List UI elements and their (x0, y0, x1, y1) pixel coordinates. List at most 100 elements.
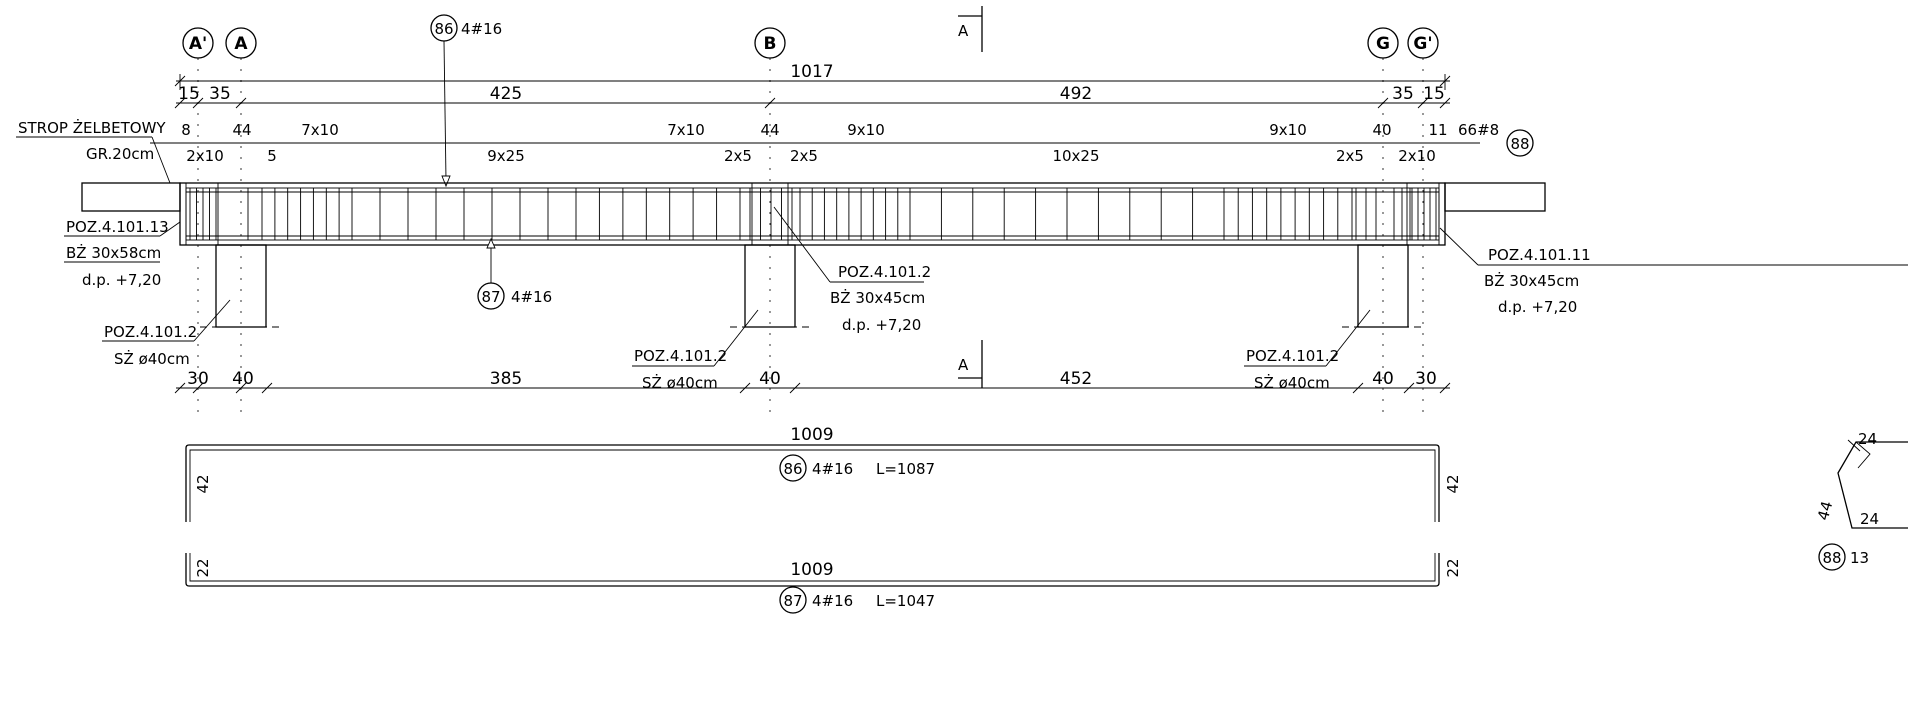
stirrup-count-4: 7x10 (301, 121, 339, 139)
stirrup-count-12: 9x10 (1269, 121, 1307, 139)
stirrup-count-15: 11 (1428, 121, 1447, 139)
top-bar-spec: 4#16 (461, 20, 502, 38)
bar-87-length: 1009 (790, 560, 833, 580)
bar-87-total: L=1047 (876, 592, 935, 610)
beam-right-label: POZ.4.101.11 BŻ 30x45cm d.p. +7,20 (1439, 227, 1908, 316)
slab-left (81, 182, 181, 212)
beam-left-label-1: POZ.4.101.13 (66, 218, 169, 236)
dim-bottom-5: 40 (1372, 369, 1394, 389)
stirrup-count-14: 40 (1372, 121, 1391, 139)
bottom-bar-callout: 87 4#16 (477, 237, 552, 310)
beam-left-label: POZ.4.101.13 BŻ 30x58cm d.p. +7,20 (64, 218, 181, 289)
beam-left-label-2: BŻ 30x58cm (66, 243, 161, 262)
bar-87-end-right: 22 (1444, 558, 1462, 577)
axis-markers: A' A B G G' (182, 27, 1439, 59)
beam-right-label-1: POZ.4.101.11 (1488, 246, 1591, 264)
column-right-label-2: SŻ ø40cm (1254, 373, 1330, 392)
stirrup-count-11: 10x25 (1052, 147, 1099, 165)
stirrup-count-3: 5 (267, 147, 277, 165)
stirrup-count-2: 44 (232, 121, 251, 139)
bar-87-spec: 4#16 (812, 592, 853, 610)
column-left-label-1: POZ.4.101.2 (104, 323, 197, 341)
bar-86-spec: 4#16 (812, 460, 853, 478)
stirrup-count-10: 9x10 (847, 121, 885, 139)
column-right-label: POZ.4.101.2 SŻ ø40cm (1244, 309, 1371, 392)
top-bar-mark: 86 (434, 20, 453, 38)
axis-g: G (1367, 27, 1399, 59)
slab-label: STROP ŻELBETOWY GR.20cm (16, 118, 171, 184)
bar-86-total: L=1087 (876, 460, 935, 478)
stirrup-count-0: 8 (181, 121, 191, 139)
dim-bottom-2: 385 (490, 369, 522, 389)
dim-top-4: 35 (1392, 84, 1414, 104)
dim-bottom-6: 30 (1415, 369, 1437, 389)
axis-b: B (754, 27, 786, 59)
axis-a-prime: A' (182, 27, 214, 59)
axis-center-lines (197, 58, 1424, 412)
column-supports (185, 182, 1440, 328)
stirrup-spacing-line: 8 2x10 44 5 7x10 9x25 7x10 2x5 44 2x5 9x… (150, 121, 1534, 165)
stirrup-count-7: 2x5 (724, 147, 752, 165)
dim-top-2: 425 (490, 84, 522, 104)
column-right-label-1: POZ.4.101.2 (1246, 347, 1339, 365)
stirrup-count-6: 7x10 (667, 121, 705, 139)
column-middle-label: POZ.4.101.2 SŻ ø40cm (632, 309, 759, 392)
dim-top-5: 15 (1423, 84, 1445, 104)
beam-right-label-3: d.p. +7,20 (1498, 298, 1577, 316)
beam-middle-label-1: POZ.4.101.2 (838, 263, 931, 281)
dim-overall-top-value: 1017 (790, 62, 833, 82)
section-marker-top: A (958, 6, 983, 52)
stirrup-detail-c: 44 (1814, 499, 1836, 522)
axis-a: A (225, 27, 257, 59)
dim-top-1: 35 (209, 84, 231, 104)
stirrup-detail-a: 24 (1858, 430, 1877, 448)
dim-bottom-4: 452 (1060, 369, 1092, 389)
slab-right (1444, 182, 1546, 212)
bar-86-shape: 1009 42 42 86 4#16 L=1087 (185, 425, 1462, 522)
beam-middle-label-2: BŻ 30x45cm (830, 288, 925, 307)
bar-86-end-right: 42 (1444, 474, 1462, 493)
column-middle-label-1: POZ.4.101.2 (634, 347, 727, 365)
stirrup-count-9: 2x5 (790, 147, 818, 165)
stirrup-count-8: 44 (760, 121, 779, 139)
section-marker-bottom: A (958, 340, 983, 388)
axis-a-label: A (234, 34, 248, 54)
dim-top-chain: 15 35 425 492 35 15 (174, 84, 1451, 109)
stirrup-count-1: 2x10 (186, 147, 224, 165)
dim-bottom-1: 40 (232, 369, 254, 389)
column-middle-label-2: SŻ ø40cm (642, 373, 718, 392)
axis-g-label: G (1376, 34, 1390, 54)
beam-left-label-3: d.p. +7,20 (82, 271, 161, 289)
stirrup-detail-b: 24 (1860, 510, 1879, 528)
dim-top-0: 15 (178, 84, 200, 104)
dim-bottom-0: 30 (187, 369, 209, 389)
beam-middle-label-3: d.p. +7,20 (842, 316, 921, 334)
axis-b-label: B (764, 34, 777, 54)
stirrup-count-13: 2x5 (1336, 147, 1364, 165)
top-bar-callout: 86 4#16 (430, 14, 502, 188)
bar-86-mark: 86 (783, 460, 802, 478)
stirrup-detail-count: 13 (1850, 549, 1869, 567)
axis-g-prime: G' (1407, 27, 1439, 59)
stirrup-count-16: 2x10 (1398, 147, 1436, 165)
column-left-label: POZ.4.101.2 SŻ ø40cm (102, 299, 231, 368)
axis-a-prime-label: A' (189, 34, 207, 54)
bottom-bar-spec: 4#16 (511, 288, 552, 306)
bar-87-end-left: 22 (194, 558, 212, 577)
bar-86-length: 1009 (790, 425, 833, 445)
slab-label-2: GR.20cm (86, 145, 154, 163)
stirrup-mark: 88 (1510, 135, 1529, 153)
section-marker-bottom-label: A (958, 356, 969, 374)
dim-top-3: 492 (1060, 84, 1092, 104)
bottom-bar-mark: 87 (481, 288, 500, 306)
stirrup-detail-mark: 88 (1822, 549, 1841, 567)
stirrup-count-5: 9x25 (487, 147, 525, 165)
beam-body (179, 182, 1446, 246)
beam-right-label-2: BŻ 30x45cm (1484, 271, 1579, 290)
bar-87-mark: 87 (783, 592, 802, 610)
slab-label-1: STROP ŻELBETOWY (18, 118, 166, 137)
stirrup-spec: 66#8 (1458, 121, 1499, 139)
dim-overall-top: 1017 (174, 62, 1451, 90)
dim-bottom-chain: 30 40 385 40 452 40 30 (174, 369, 1451, 394)
